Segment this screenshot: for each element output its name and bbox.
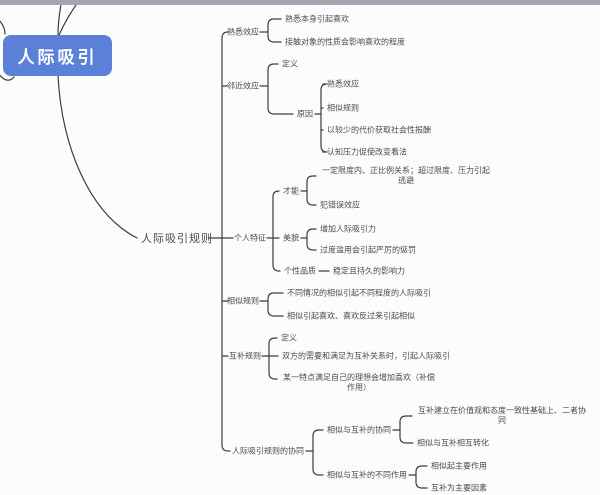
node-proximity-reason[interactable]: 原因 [297, 109, 313, 119]
node-rules-synergy[interactable]: 人际吸引规则的协同 [232, 446, 304, 456]
leaf-reason-familiarity[interactable]: 熟悉效应 [327, 79, 359, 89]
leaf-contact-quality-affects-liking[interactable]: 接触对象的性质会影响喜欢的程度 [285, 37, 405, 47]
leaf-similarity-main-role[interactable]: 相似起主要作用 [431, 461, 487, 471]
node-beauty[interactable]: 美貌 [283, 233, 299, 243]
leaf-value-attitude-basis[interactable]: 互补建立在价值观和态度一致性基础上、二者协同 [418, 406, 586, 425]
leaf-similarity-different-degrees[interactable]: 不同情况的相似引起不同程度的人际吸引 [287, 288, 431, 298]
leaf-low-cost-social-reward[interactable]: 以较少的代价获取社会性报酬 [327, 125, 431, 135]
node-similarity-complement-synergy[interactable]: 相似与互补的协同 [327, 425, 391, 435]
node-complementarity-definition[interactable]: 定义 [281, 333, 297, 343]
leaf-beauty-overuse-punishment[interactable]: 过度滥用会引起严厉的惩罚 [320, 245, 416, 255]
node-complementarity-rule[interactable]: 互补规则 [229, 351, 261, 361]
root-node[interactable]: 人际吸引规则 [141, 233, 213, 245]
leaf-complement-main-factor[interactable]: 互补为主要因素 [431, 483, 487, 493]
leaf-reason-similarity[interactable]: 相似规则 [327, 103, 359, 113]
leaf-mutual-needs-attraction[interactable]: 双方的需要和满足为互补关系时，引起人际吸引 [282, 351, 450, 361]
leaf-talent-limit-relation[interactable]: 一定限度内、正比例关系；超过限度、压力引起逃避 [322, 166, 490, 185]
node-personal-traits[interactable]: 个人特征 [234, 233, 266, 243]
central-topic-card[interactable]: 人际吸引 [3, 35, 112, 76]
leaf-stable-lasting-influence[interactable]: 稳定且持久的影响力 [333, 266, 405, 276]
node-proximity-effect[interactable]: 邻近效应 [227, 81, 259, 91]
node-personality-quality[interactable]: 个性品质 [284, 266, 316, 276]
leaf-ideal-compensation[interactable]: 某一特点满足自己的理想会增加喜欢（补偿作用） [283, 373, 435, 392]
node-different-roles[interactable]: 相似与互补的不同作用 [327, 470, 407, 480]
leaf-familiarity-causes-liking[interactable]: 熟悉本身引起喜欢 [285, 14, 349, 24]
leaf-cognitive-pressure[interactable]: 认知压力促使改变看法 [327, 147, 407, 157]
node-familiarity-effect[interactable]: 熟悉效应 [227, 27, 259, 37]
central-topic-label: 人际吸引 [17, 48, 98, 67]
leaf-mutual-transformation[interactable]: 相似与互补相互转化 [417, 438, 489, 448]
node-similarity-rule[interactable]: 相似规则 [227, 296, 259, 306]
leaf-similarity-liking-cycle[interactable]: 相似引起喜欢、喜欢反过来引起相似 [287, 311, 415, 321]
node-proximity-definition[interactable]: 定义 [282, 59, 298, 69]
leaf-pratfall-effect[interactable]: 犯错误效应 [320, 200, 360, 210]
window-edge [0, 0, 600, 5]
leaf-beauty-increases-attraction[interactable]: 增加人际吸引力 [320, 224, 376, 234]
node-talent[interactable]: 才能 [283, 186, 299, 196]
